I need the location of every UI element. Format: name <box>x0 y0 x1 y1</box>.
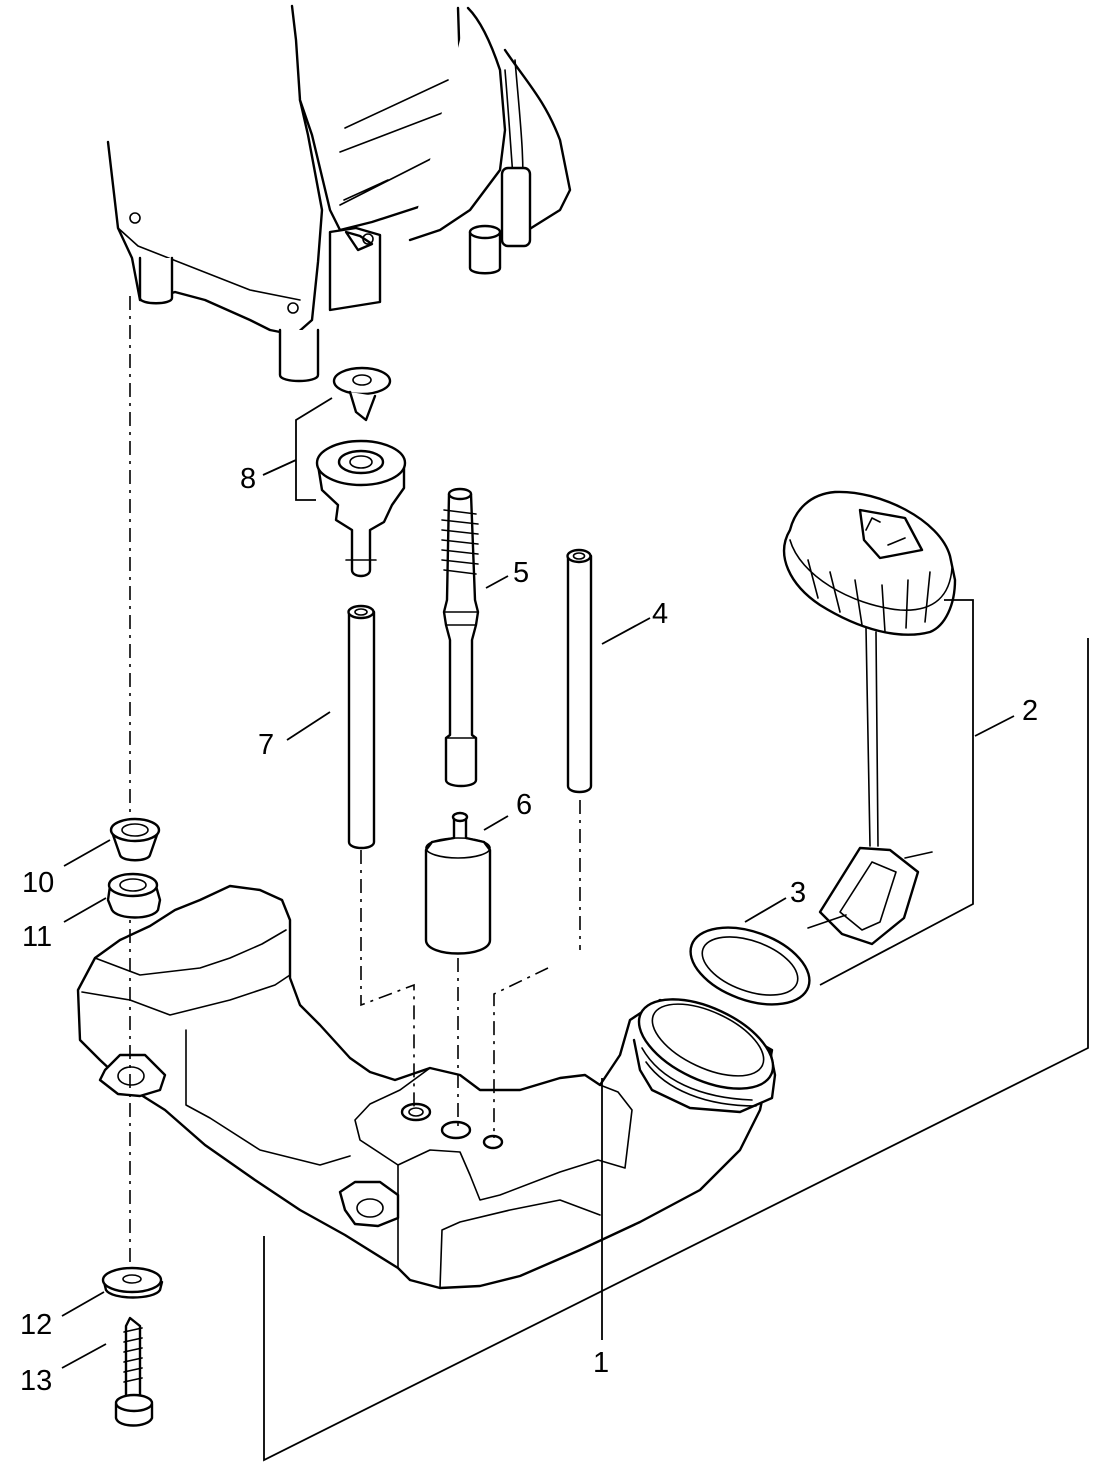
part-6-leader <box>483 815 509 831</box>
callout-8: 8 <box>240 463 256 495</box>
part-13-screw <box>114 1316 154 1427</box>
part-8-leader <box>262 459 297 476</box>
part-7-hose <box>347 604 376 850</box>
part-5-suction-hose <box>441 487 480 788</box>
callout-2: 2 <box>1022 695 1038 727</box>
part-2-bracket <box>819 599 974 986</box>
callout-6: 6 <box>516 789 532 821</box>
part-1-bracket <box>263 638 1089 1462</box>
callout-10: 10 <box>22 867 54 899</box>
part-3-leader <box>744 897 787 923</box>
callout-1: 1 <box>593 1347 609 1379</box>
callout-12: 12 <box>20 1309 52 1341</box>
part-1-fuel-tank <box>76 884 777 1290</box>
part-12-leader <box>61 1291 105 1317</box>
callout-4: 4 <box>652 598 668 630</box>
engine-housing <box>106 4 572 383</box>
assembly-center-lines <box>129 296 581 1265</box>
part-6-fuel-filter <box>424 811 492 955</box>
part-10-grommet <box>109 817 161 862</box>
part-11-leader <box>63 897 107 923</box>
part-4-hose <box>566 548 593 794</box>
part-11-grommet <box>106 872 162 919</box>
part-13-leader <box>61 1343 107 1369</box>
callout-7: 7 <box>258 729 274 761</box>
part-12-washer <box>101 1266 164 1299</box>
part-2-filler-cap <box>782 490 957 946</box>
part-7-leader <box>286 711 331 741</box>
part-4-leader <box>601 617 651 645</box>
part-2-leader <box>974 715 1015 737</box>
part-8-valve <box>315 366 407 578</box>
callout-11: 11 <box>22 921 52 953</box>
part-3-ring <box>689 926 811 1006</box>
callout-5: 5 <box>513 557 529 589</box>
part-5-leader <box>485 575 509 589</box>
part-10-leader <box>63 839 111 867</box>
callout-13: 13 <box>20 1365 52 1397</box>
callout-3: 3 <box>790 877 806 909</box>
